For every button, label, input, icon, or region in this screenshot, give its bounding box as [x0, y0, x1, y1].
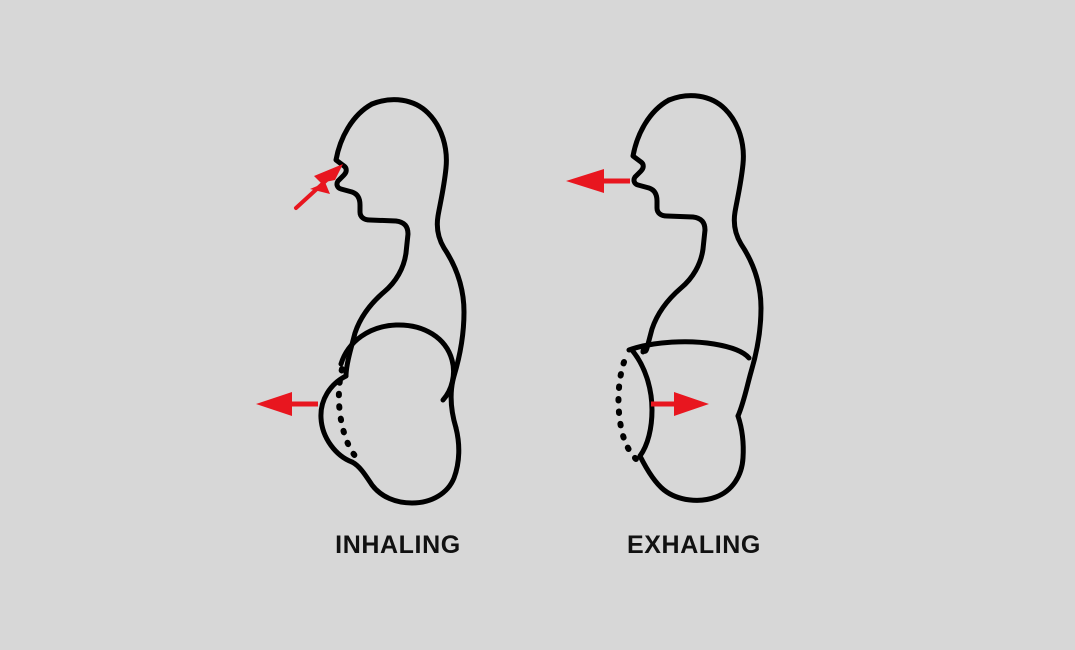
- belly-expansion-arrow-head: [256, 392, 292, 416]
- panel-label-exhaling: EXHALING: [627, 531, 761, 559]
- panel-label-inhaling: INHALING: [335, 531, 461, 559]
- airflow-in-arrow-inhaling: [294, 164, 343, 210]
- back-outline-exhaling: [666, 93, 764, 419]
- lower-body-outline-inhaling: [349, 425, 462, 506]
- body-outline-inhaling: [333, 101, 411, 379]
- figure-exhaling: [566, 93, 764, 503]
- belly-contraction-arrow-exhaling: [651, 392, 709, 416]
- belly-expansion-arrow-inhaling: [256, 392, 318, 416]
- figure-inhaling: [256, 97, 467, 506]
- abdomen-dome-exhaling: [626, 339, 752, 361]
- belly-outline-inhaling: [318, 373, 355, 465]
- airflow-out-arrow-exhaling: [566, 169, 630, 193]
- airflow-in-arrow-head: [310, 164, 343, 194]
- airflow-out-arrow-head: [566, 169, 604, 193]
- lower-body-outline-exhaling: [637, 413, 746, 503]
- body-outline-exhaling: [630, 97, 708, 355]
- abdomen-dome-inhaling: [338, 322, 457, 403]
- diaphragm-dotted-line-inhaling: [335, 366, 363, 464]
- belly-contraction-arrow-head: [674, 392, 709, 416]
- belly-outline-exhaling: [629, 347, 655, 459]
